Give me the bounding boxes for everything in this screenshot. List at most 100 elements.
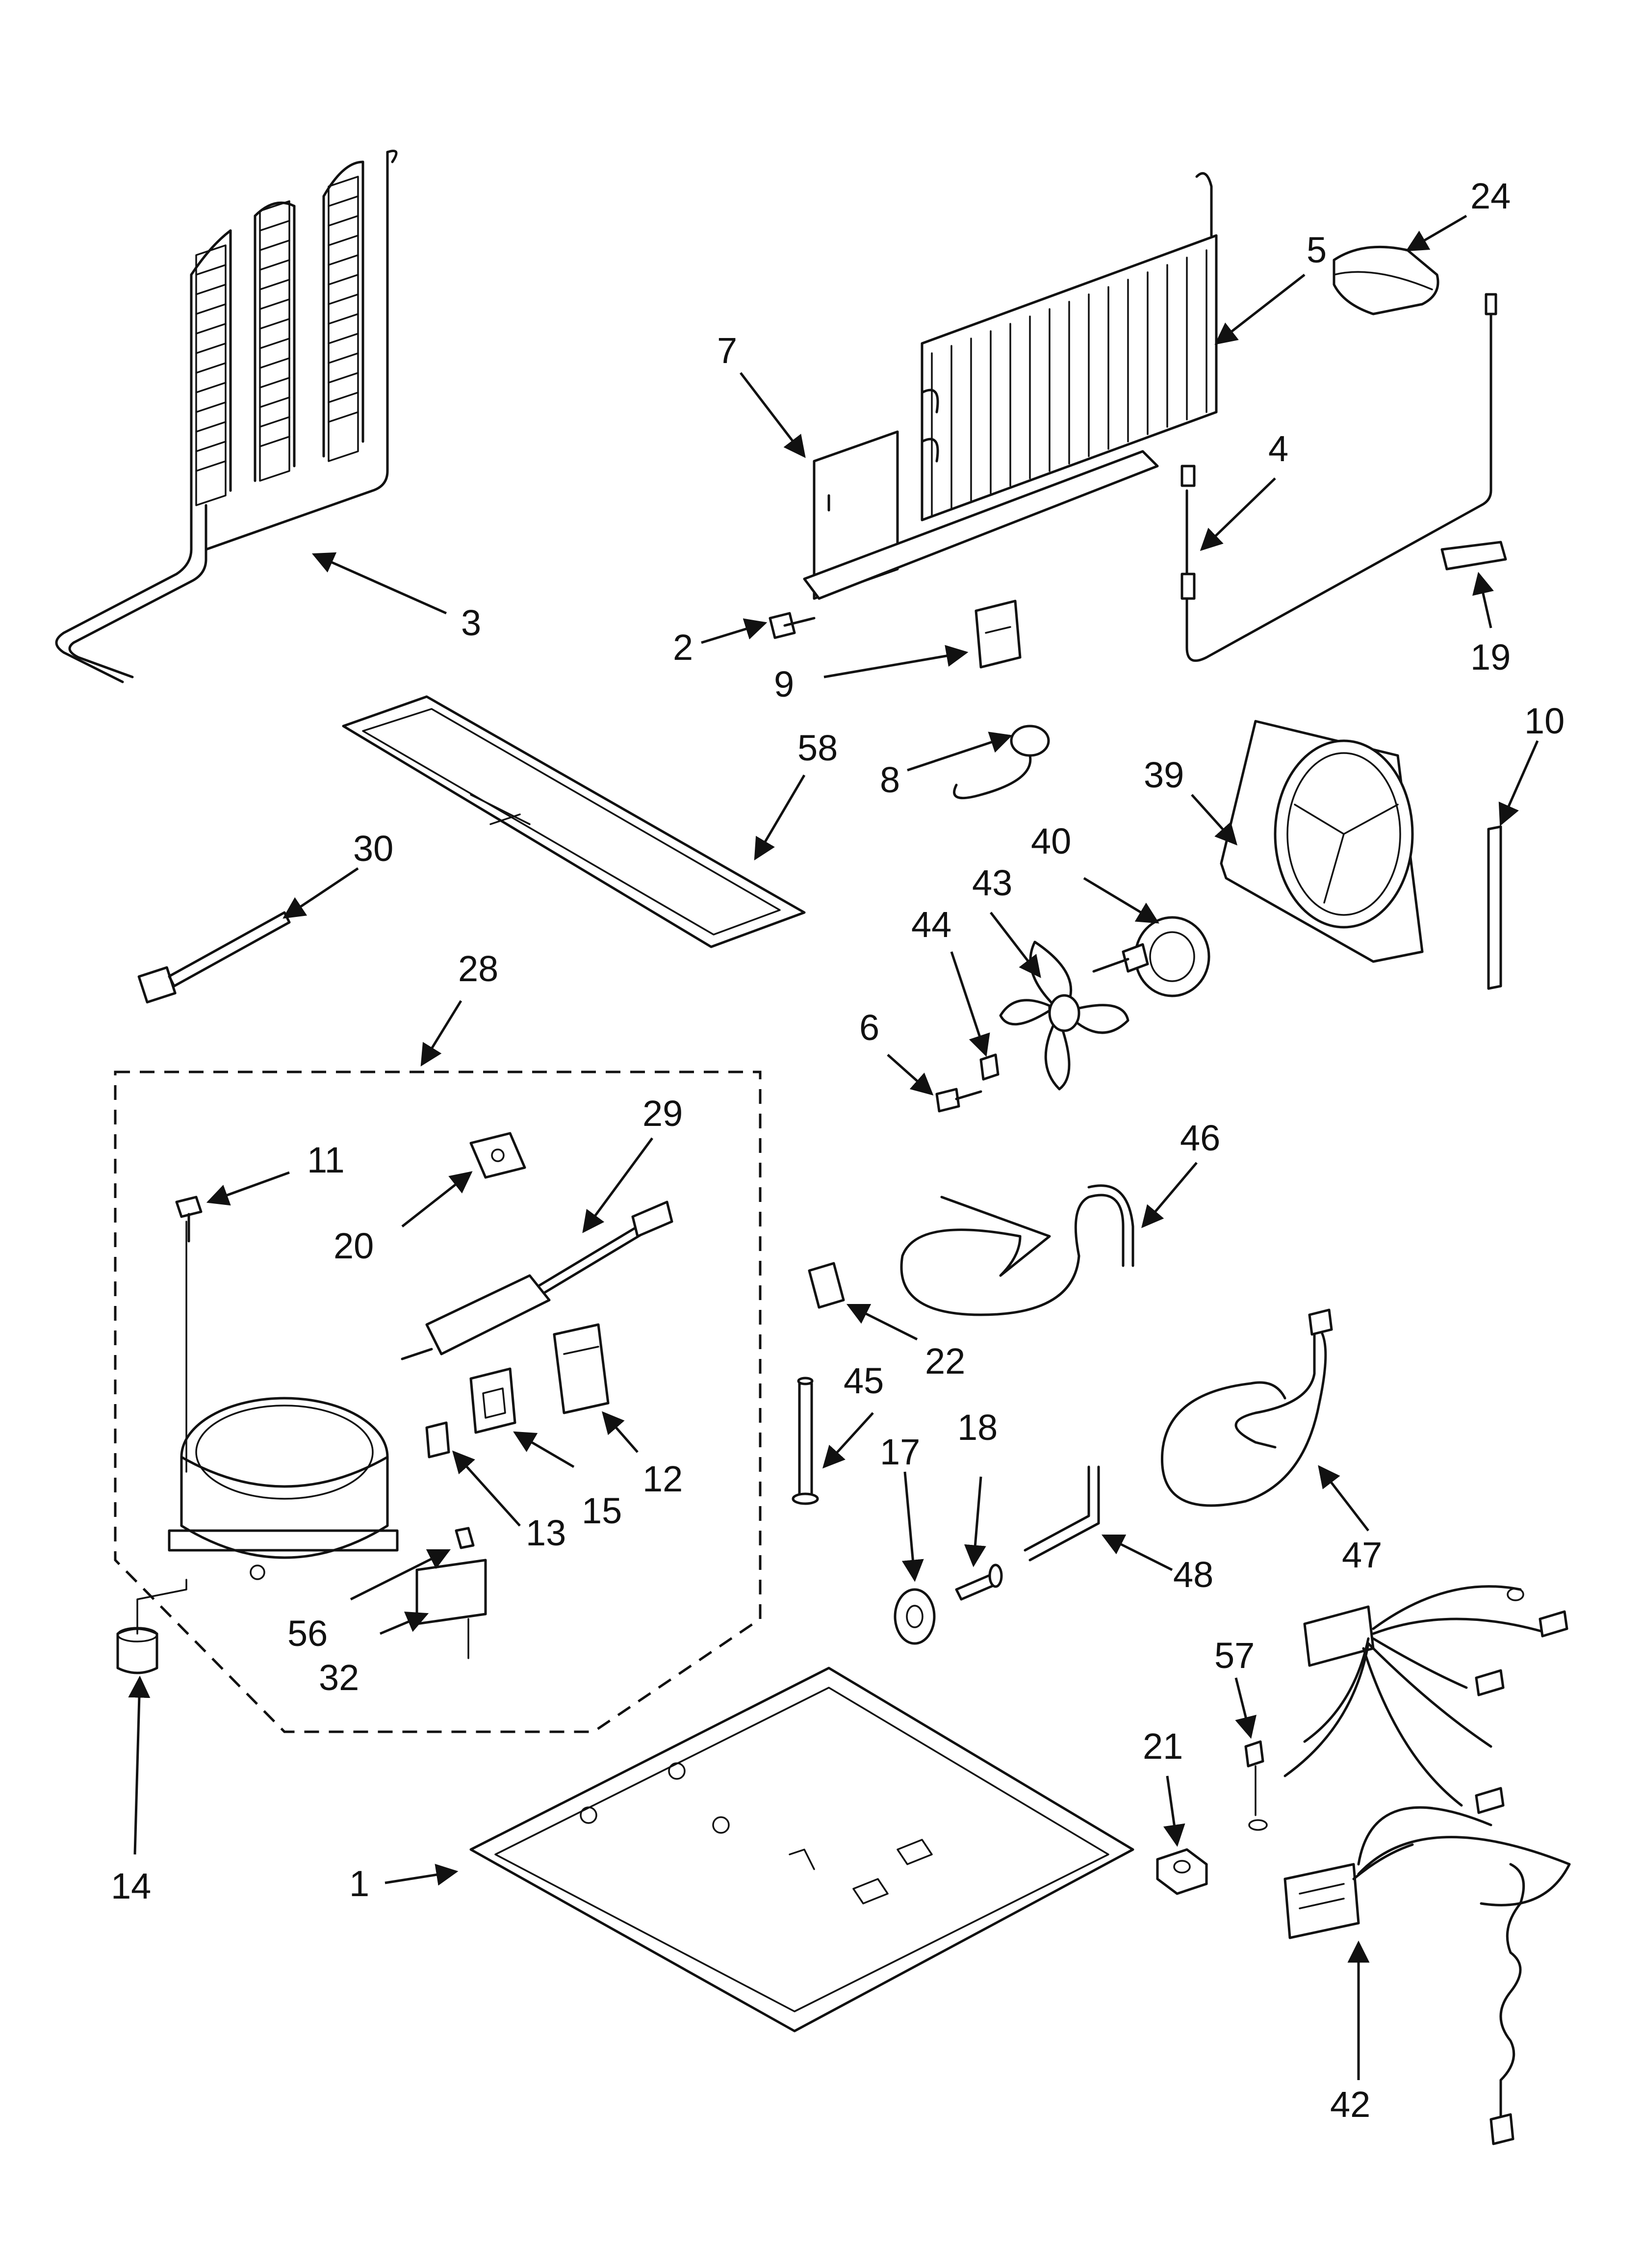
- clip-9-part: [975, 600, 1022, 669]
- callout-1: 1: [349, 1863, 369, 1904]
- callout-11: 11: [307, 1140, 345, 1180]
- grommet-14-part: [116, 1579, 187, 1674]
- wiring-harness-42-part: [1283, 1585, 1571, 2145]
- callout-8: 8: [880, 759, 900, 800]
- heater-8-part: [953, 725, 1050, 800]
- leader-14: [128, 1675, 151, 1855]
- callout-2: 2: [673, 627, 693, 668]
- callout-45: 45: [844, 1360, 884, 1401]
- leader-32: [380, 1611, 429, 1635]
- callout-21: 21: [1143, 1726, 1183, 1767]
- callout-5: 5: [1307, 230, 1327, 270]
- roller-17-part: [894, 1588, 936, 1645]
- leader-28: [420, 1000, 462, 1067]
- leader-48: [1101, 1534, 1173, 1571]
- leader-15: [513, 1431, 575, 1468]
- compressor-part: [168, 1221, 399, 1580]
- callout-30: 30: [353, 828, 393, 869]
- callout-46: 46: [1180, 1118, 1220, 1158]
- callout-17: 17: [880, 1432, 920, 1472]
- screw-11-part: [175, 1196, 203, 1243]
- leader-39: [1191, 794, 1238, 846]
- washer-44-part: [979, 1053, 1000, 1081]
- callout-58: 58: [797, 728, 838, 768]
- leader-57: [1234, 1677, 1257, 1739]
- leader-30: [282, 867, 359, 919]
- leader-9: [823, 645, 969, 678]
- cable-tie-part: [137, 911, 291, 1004]
- callout-7: 7: [717, 330, 737, 371]
- power-cord-47-part: [1160, 1308, 1333, 1507]
- callout-6: 6: [859, 1007, 879, 1048]
- callout-24: 24: [1470, 176, 1511, 216]
- overload-20-part: [469, 1132, 526, 1179]
- leader-21: [1163, 1775, 1185, 1847]
- nut-21-part: [1156, 1848, 1208, 1895]
- leader-1: [385, 1864, 459, 1886]
- callout-15: 15: [582, 1490, 622, 1531]
- leader-22: [846, 1303, 918, 1341]
- leader-11: [206, 1171, 290, 1206]
- callout-47: 47: [1342, 1535, 1382, 1575]
- leader-17: [901, 1471, 924, 1582]
- callout-43: 43: [972, 862, 1012, 903]
- leader-44: [950, 951, 990, 1057]
- fan-blade-43-part: [999, 940, 1129, 1091]
- callout-39: 39: [1144, 755, 1184, 795]
- callout-56: 56: [287, 1613, 328, 1654]
- callout-3: 3: [461, 602, 481, 643]
- fan-shroud-39-part: [1220, 720, 1424, 963]
- leader-lines: [128, 214, 1539, 2080]
- screw-57-part: [1244, 1740, 1268, 1831]
- leader-24: [1406, 214, 1467, 252]
- screw-2-part: [769, 612, 816, 639]
- condenser-coil-part: [55, 150, 398, 683]
- drain-pan-part: [342, 695, 806, 948]
- leader-5: [1214, 274, 1306, 345]
- clip-22-part: [808, 1262, 845, 1309]
- callout-48: 48: [1173, 1554, 1213, 1595]
- strip-10-part: [1487, 825, 1502, 990]
- callout-18: 18: [957, 1407, 998, 1448]
- cap-24-part: [1333, 245, 1439, 315]
- callout-12: 12: [642, 1459, 683, 1499]
- terminal-13-part: [425, 1421, 450, 1459]
- leader-10: [1498, 740, 1539, 827]
- callout-13: 13: [526, 1512, 566, 1553]
- leader-7: [740, 372, 806, 458]
- fan-motor-40-part: [1092, 916, 1210, 997]
- screw-6-part: [935, 1088, 982, 1113]
- leader-3: [311, 552, 447, 615]
- compressor-kit-boundary: [114, 1070, 762, 1733]
- callout-9: 9: [774, 664, 794, 704]
- callout-29: 29: [642, 1093, 683, 1134]
- callout-40: 40: [1031, 821, 1071, 861]
- callout-28: 28: [458, 948, 498, 989]
- leader-12: [602, 1411, 639, 1453]
- leader-4: [1200, 477, 1276, 551]
- leader-29: [582, 1137, 654, 1233]
- leader-2: [701, 618, 768, 644]
- tube-48-part: [1024, 1465, 1100, 1562]
- drain-tube-46-part: [900, 1184, 1134, 1316]
- leader-6: [887, 1054, 934, 1095]
- leader-56: [350, 1549, 451, 1601]
- callout-42: 42: [1330, 2084, 1370, 2125]
- drier-29-part: [401, 1200, 673, 1360]
- pin-45-part: [792, 1377, 819, 1505]
- leader-46: [1141, 1162, 1198, 1228]
- leader-58: [754, 774, 806, 860]
- evaporator-5-part: [803, 172, 1218, 600]
- leader-18: [964, 1476, 986, 1567]
- callout-4: 4: [1268, 428, 1288, 469]
- clip-19-part: [1440, 541, 1507, 571]
- callout-labels: 1 2 3 4 5 6 7 8 9 10 11 12 13 14 15 17 1…: [111, 176, 1565, 2125]
- leader-13: [452, 1450, 521, 1527]
- leader-40: [1083, 877, 1159, 924]
- callout-20: 20: [334, 1225, 374, 1266]
- capacitor-32-part: [415, 1527, 487, 1659]
- callout-22: 22: [925, 1341, 965, 1382]
- relay-12-part: [553, 1323, 610, 1414]
- relay-15-part: [469, 1367, 516, 1434]
